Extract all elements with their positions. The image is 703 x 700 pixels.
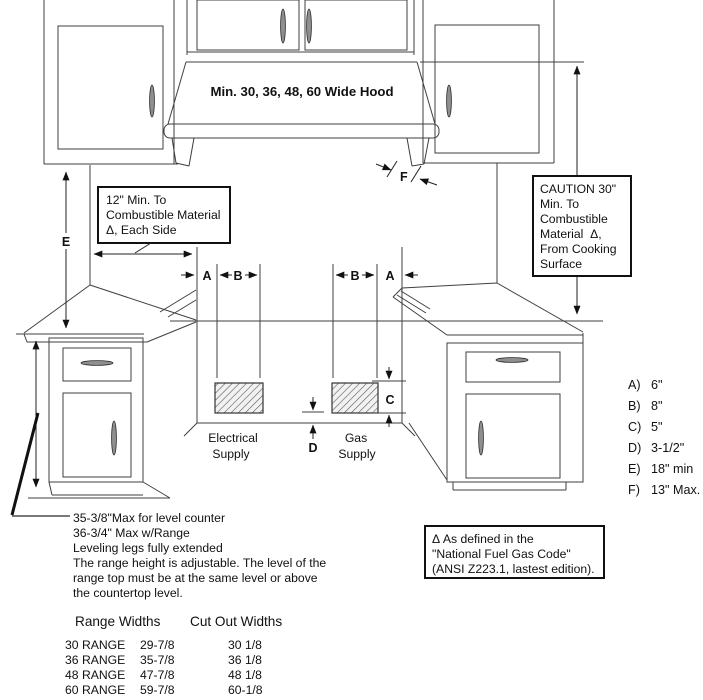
left-countertop: [23, 165, 197, 343]
table-row: 48 RANGE 47-7/8 48 1/8: [65, 668, 262, 682]
key-value: 5": [651, 420, 662, 434]
left-clearance-line: Combustible Material: [106, 208, 220, 222]
dimension-c: C: [372, 367, 406, 427]
dimension-key-item: B) 8": [628, 399, 662, 413]
drawer-handle-icon: [80, 360, 114, 366]
key-label: F): [628, 483, 640, 497]
table-row: 30 RANGE 29-7/8 30 1/8: [65, 638, 262, 652]
counter-note-line: Leveling legs fully extended: [73, 541, 223, 555]
right-countertop: [392, 163, 584, 344]
range-cell: 30 RANGE: [65, 638, 125, 652]
key-label: B): [628, 399, 641, 413]
cabinet-handle-icon: [280, 8, 286, 44]
caution-line: Surface: [540, 257, 582, 271]
dimension-e: E: [57, 171, 74, 329]
width-cell: 47-7/8: [140, 668, 175, 682]
fuel-gas-code-callout: Δ As defined in the "National Fuel Gas C…: [424, 525, 605, 579]
range-cell: 36 RANGE: [65, 653, 125, 667]
counter-height-dimension: [10, 333, 70, 517]
fuel-gas-code-line: "National Fuel Gas Code": [432, 547, 571, 561]
dimension-key-item: E) 18" min: [628, 462, 693, 476]
cutout-cell: 48 1/8: [228, 668, 262, 682]
dimension-label-f: F: [400, 170, 408, 184]
key-value: 8": [651, 399, 662, 413]
base-cabinet-left: [28, 337, 171, 499]
counter-note: 35-3/8"Max for level counter 36-3/4" Max…: [73, 511, 326, 600]
range-cutout: [170, 247, 603, 437]
dimension-key-item: C) 5": [628, 420, 662, 434]
cabinet-handle-icon: [149, 84, 155, 118]
cutout-cell: 30 1/8: [228, 638, 262, 652]
dimension-key-item: D) 3-1/2": [628, 441, 684, 455]
cutout-widths-header: Cut Out Widths: [190, 614, 282, 629]
key-label: C): [628, 420, 641, 434]
left-clearance-line: 12" Min. To: [106, 193, 167, 207]
cabinet-handle-icon: [446, 84, 452, 118]
door-handle-icon: [478, 420, 484, 456]
upper-cabinet-right: [422, 0, 555, 164]
range-widths-header: Range Widths: [75, 614, 161, 629]
counter-note-line: 36-3/4" Max w/Range: [73, 526, 190, 540]
gas-supply-label: Supply: [338, 447, 376, 461]
dimension-label-e: E: [62, 235, 70, 249]
counter-note-line: 35-3/8"Max for level counter: [73, 511, 225, 525]
electrical-supply-label: Electrical: [208, 431, 257, 445]
width-cell: 59-7/8: [140, 683, 175, 697]
hood-size-label: Min. 30, 36, 48, 60 Wide Hood: [210, 84, 393, 99]
key-label: A): [628, 378, 641, 392]
base-cabinet-right: [408, 342, 584, 491]
dimension-label-d: D: [308, 441, 317, 455]
upper-cabinet-left: [43, 0, 178, 165]
upper-cabinet-center: [186, 0, 415, 55]
width-cell: 29-7/8: [140, 638, 175, 652]
range-cell: 48 RANGE: [65, 668, 125, 682]
caution-line: Combustible: [540, 212, 608, 226]
width-cell: 35-7/8: [140, 653, 175, 667]
dimension-key-item: F) 13" Max.: [628, 483, 700, 497]
range-cell: 60 RANGE: [65, 683, 125, 697]
key-value: 18" min: [651, 462, 693, 476]
dimension-label-a-right: A: [385, 269, 394, 283]
dimension-label-a-left: A: [202, 269, 211, 283]
range-hood: Min. 30, 36, 48, 60 Wide Hood: [163, 61, 440, 167]
caution-callout: CAUTION 30" Min. To Combustible Material…: [420, 61, 632, 315]
electrical-supply-box: Electrical Supply: [208, 382, 264, 461]
key-label: E): [628, 462, 641, 476]
counter-note-line: The range height is adjustable. The leve…: [73, 556, 326, 570]
dimension-label-c: C: [385, 393, 394, 407]
door-handle-icon: [111, 420, 117, 456]
left-clearance-line: Δ, Each Side: [106, 223, 177, 237]
caution-line: CAUTION 30": [540, 182, 616, 196]
width-table: Range Widths Cut Out Widths 30 RANGE 29-…: [65, 614, 282, 697]
caution-line: Min. To: [540, 197, 579, 211]
counter-note-line: range top must be at the same level or a…: [73, 571, 318, 585]
table-row: 60 RANGE 59-7/8 60-1/8: [65, 683, 263, 697]
cutout-cell: 36 1/8: [228, 653, 262, 667]
cabinet-handle-icon: [306, 8, 312, 44]
key-value: 6": [651, 378, 662, 392]
caution-line: From Cooking: [540, 242, 617, 256]
gas-supply-label: Gas: [345, 431, 367, 445]
key-value: 3-1/2": [651, 441, 684, 455]
dimension-label-b-left: B: [233, 269, 242, 283]
dimension-f: F: [375, 160, 438, 186]
left-clearance-callout: 12" Min. To Combustible Material Δ, Each…: [93, 186, 231, 258]
electrical-supply-label: Supply: [212, 447, 250, 461]
dimension-key-list: A) 6" B) 8" C) 5" D) 3-1/2" E) 18" min F…: [628, 378, 700, 497]
gas-supply-box: Gas Supply: [331, 382, 379, 461]
fuel-gas-code-line: Δ As defined in the: [432, 532, 534, 546]
counter-note-line: the countertop level.: [73, 586, 183, 600]
key-label: D): [628, 441, 641, 455]
table-row: 36 RANGE 35-7/8 36 1/8: [65, 653, 262, 667]
fuel-gas-code-line: (ANSI Z223.1, lastest edition).: [432, 562, 595, 576]
dimension-ab-row: A B B A: [181, 269, 418, 283]
caution-line: Material Δ,: [540, 227, 602, 241]
key-value: 13" Max.: [651, 483, 700, 497]
cutout-cell: 60-1/8: [228, 683, 263, 697]
dimension-d: D: [302, 397, 324, 455]
dimension-label-b-right: B: [350, 269, 359, 283]
drawer-handle-icon: [495, 357, 529, 363]
dimension-key-item: A) 6": [628, 378, 662, 392]
